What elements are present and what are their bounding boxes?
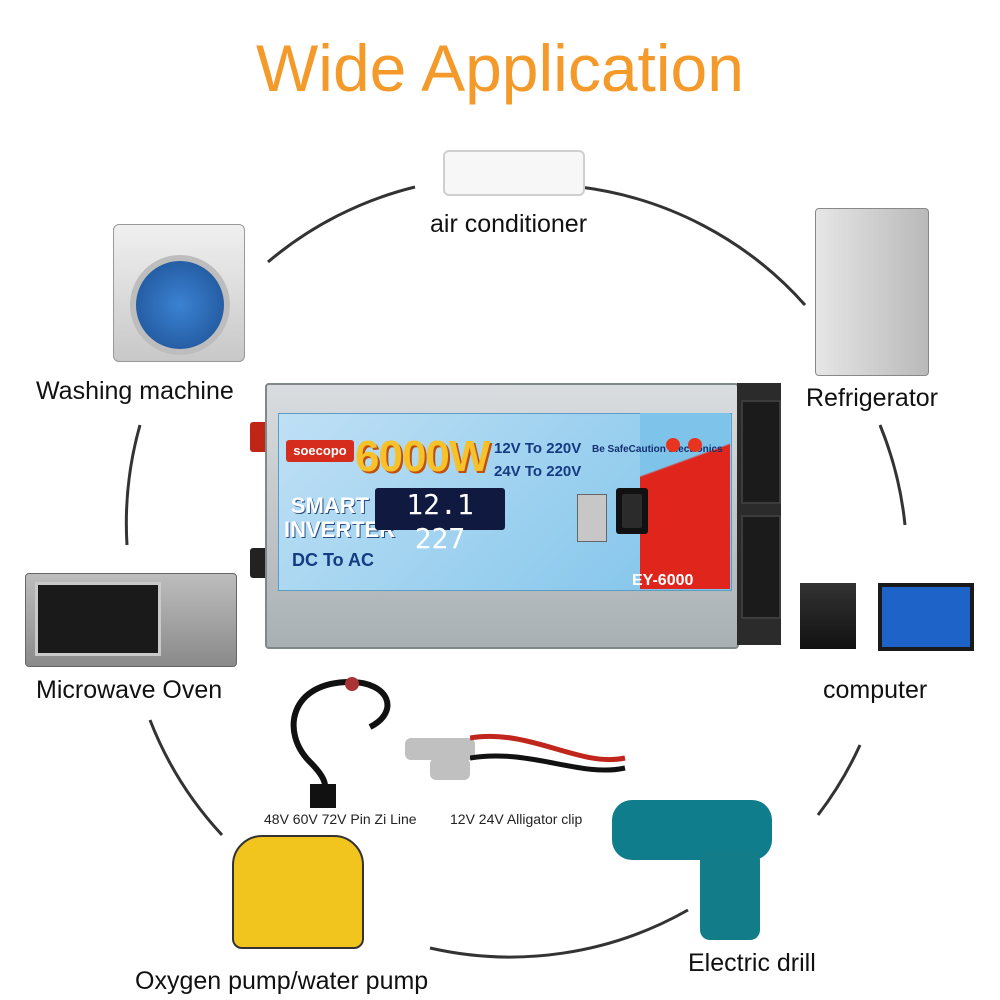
alligator-clip-icon — [430, 758, 470, 780]
usb-port-icon[interactable] — [577, 494, 607, 542]
ac-socket-icon[interactable] — [741, 515, 781, 619]
computer-tower-icon — [800, 583, 856, 649]
ring-arc-bottom — [429, 908, 689, 959]
label-electric-drill: Electric drill — [688, 949, 816, 977]
voltage-line-1: 12V To 220V — [494, 440, 582, 457]
terminal-negative-icon — [250, 548, 268, 578]
refrigerator-icon — [815, 208, 929, 376]
label-pump: Oxygen pump/water pump — [135, 967, 429, 995]
battery-cable-icon — [290, 677, 391, 808]
ring-arc-top-left — [267, 185, 416, 264]
computer-monitor-icon — [878, 583, 974, 651]
ring-arc-top-right — [579, 185, 807, 306]
microwave-window-icon — [35, 582, 161, 656]
label-air-conditioner: air conditioner — [430, 210, 588, 238]
inverter-model: EY-6000 — [632, 572, 694, 589]
label-computer: computer — [823, 676, 928, 704]
clip-wires-icon — [470, 733, 626, 773]
ring-arc-bottom-right — [816, 744, 862, 816]
ring-arc-left — [124, 424, 142, 546]
ac-socket-icon[interactable] — [741, 400, 781, 504]
inverter-voltage: 12V To 220V 24V To 220V — [494, 437, 581, 483]
inverter-conversion: DC To AC — [292, 550, 374, 570]
indicator-led-icon — [666, 438, 680, 452]
drill-handle-icon — [700, 850, 760, 940]
inverter-name-line-2: INVERTER — [284, 517, 396, 542]
ring-arc-right — [878, 424, 907, 526]
air-pump-icon — [232, 835, 364, 949]
ring-arc-bottom-left — [148, 719, 224, 837]
inverter-name: SMART INVERTER — [284, 493, 396, 542]
label-refrigerator: Refrigerator — [806, 384, 938, 412]
page-title: Wide Application — [256, 31, 744, 105]
label-clip: 12V 24V Alligator clip — [450, 811, 583, 827]
indicator-led-icon — [688, 438, 702, 452]
inverter-brand: soecopo — [286, 440, 354, 462]
washing-machine-door-icon — [130, 255, 230, 355]
lcd-display: 12.1 227 — [375, 488, 505, 555]
alligator-clip-icon — [405, 738, 475, 760]
inverter-caution: Be SafeCaution Electronics — [592, 444, 723, 455]
label-microwave-oven: Microwave Oven — [36, 676, 223, 704]
terminal-positive-icon — [250, 422, 268, 452]
label-cable: 48V 60V 72V Pin Zi Line — [264, 811, 417, 827]
inverter-name-line-1: SMART — [290, 493, 370, 518]
power-switch[interactable] — [616, 488, 648, 534]
inverter-red-corner — [640, 413, 730, 589]
voltage-line-2: 24V To 220V — [494, 463, 582, 480]
label-washing-machine: Washing machine — [36, 377, 234, 405]
inverter-power: 6000W — [355, 432, 490, 481]
air-conditioner-icon — [443, 150, 585, 196]
